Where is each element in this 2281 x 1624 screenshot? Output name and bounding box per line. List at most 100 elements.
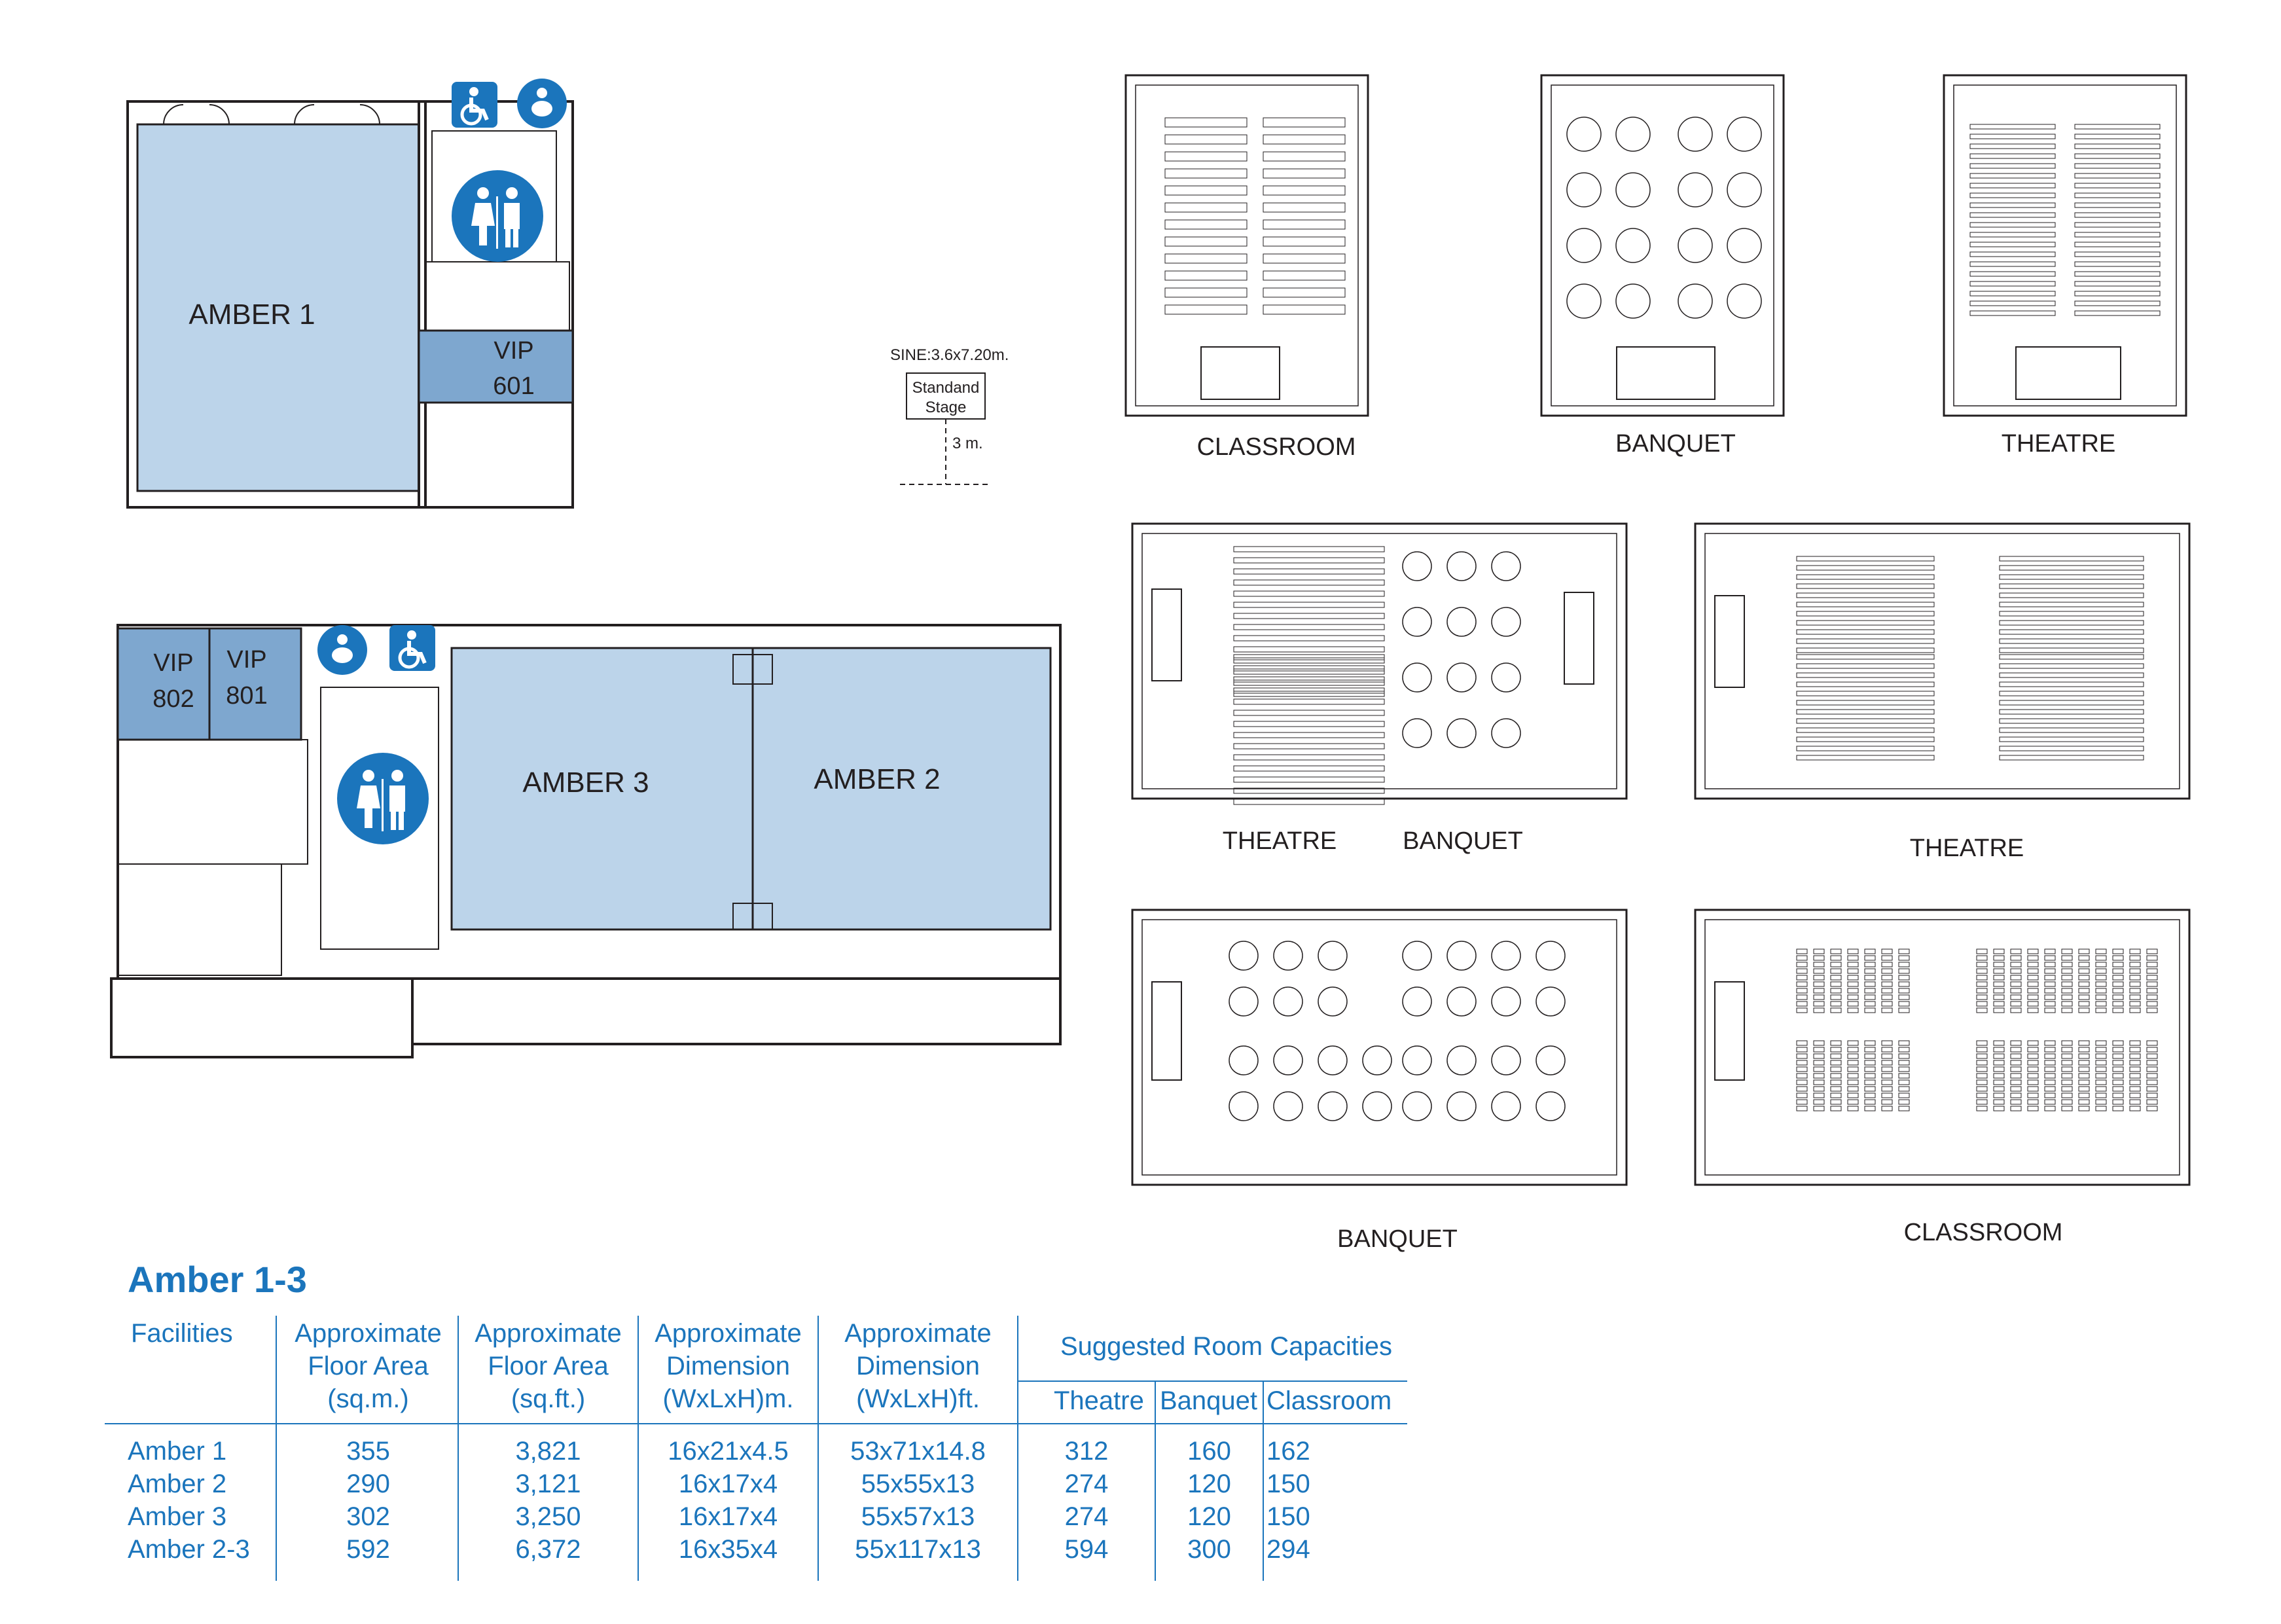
theatre-row-right xyxy=(1796,709,1935,715)
classroom-desk-bottom xyxy=(1796,1001,1808,1007)
header-dim-ft: Approximate Dimension (WxLxH)ft. xyxy=(818,1317,1018,1415)
classroom-desk-bottom xyxy=(2061,981,2073,987)
table-cell-dim_m: 16x17x4 xyxy=(678,1502,778,1531)
classroom-desk-bottom xyxy=(2010,1079,2022,1085)
table-cell-banquet: 300 xyxy=(1187,1535,1231,1564)
banquet-table-top xyxy=(1566,172,1602,208)
banquet-table-bottom xyxy=(1446,941,1477,971)
classroom-desk-bottom xyxy=(2061,975,2073,981)
stage-right xyxy=(1714,595,1745,688)
classroom-desk-bottom xyxy=(1847,955,1859,961)
header-floor-sqft-1: Approximate xyxy=(475,1319,622,1348)
classroom-desk-bottom xyxy=(2027,994,2039,1000)
vip802-room[interactable] xyxy=(117,627,211,741)
theatre-row-top xyxy=(1969,242,2056,247)
classroom-desk-bottom xyxy=(2027,1092,2039,1098)
classroom-desk-bottom xyxy=(1813,1099,1825,1105)
classroom-desk-bottom xyxy=(2010,1001,2022,1007)
layout-theatre-right-frame xyxy=(1694,522,2191,800)
header-dim-m-3: (WxLxH)m. xyxy=(662,1384,794,1413)
classroom-desk-bottom xyxy=(1796,962,1808,967)
classroom-desk-bottom xyxy=(2027,955,2039,961)
theatre-row-right xyxy=(1796,556,1935,562)
classroom-desk-bottom xyxy=(2078,968,2090,974)
theatre-row-right xyxy=(1796,620,1935,626)
classroom-desk-bottom xyxy=(2146,981,2158,987)
classroom-desk-bottom xyxy=(1796,1099,1808,1105)
classroom-desk-bottom xyxy=(2095,975,2107,981)
classroom-desk-bottom xyxy=(2112,1073,2124,1079)
theatre-row-right xyxy=(1999,700,2144,706)
theatre-row-right xyxy=(1999,629,2144,635)
baby-change-icon-2 xyxy=(317,625,367,675)
classroom-desk-bottom xyxy=(1847,1099,1859,1105)
classroom-desk-bottom xyxy=(2146,1053,2158,1059)
classroom-desk-bottom xyxy=(2061,1060,2073,1066)
theatre-row-right xyxy=(1796,727,1935,733)
classroom-desk-bottom xyxy=(2095,1066,2107,1072)
theatre-row-mid xyxy=(1233,635,1385,641)
classroom-desk-bottom xyxy=(1976,962,1988,967)
classroom-desk-bottom xyxy=(1976,1047,1988,1053)
classroom-desk-bottom xyxy=(2095,1053,2107,1059)
classroom-desk-bottom xyxy=(1796,968,1808,974)
banquet-table-bottom xyxy=(1491,1091,1521,1121)
theatre-row-top xyxy=(1969,232,2056,238)
classroom-desk-bottom xyxy=(2078,981,2090,987)
classroom-desk-bottom xyxy=(2044,1099,2056,1105)
classroom-desk-bottom xyxy=(1813,1060,1825,1066)
classroom-desk-bottom xyxy=(1796,955,1808,961)
classroom-desk-bottom xyxy=(2078,988,2090,994)
classroom-desk-bottom xyxy=(2044,955,2056,961)
classroom-desk-top xyxy=(1164,253,1248,264)
amber2-room[interactable] xyxy=(751,647,1052,931)
classroom-desk-bottom xyxy=(1796,988,1808,994)
baby-change-icon xyxy=(517,79,567,128)
classroom-desk-bottom xyxy=(1993,968,2005,974)
classroom-desk-bottom xyxy=(2010,955,2022,961)
vip802-label-1: VIP xyxy=(153,649,193,677)
classroom-desk-bottom xyxy=(1796,948,1808,954)
classroom-desk-bottom xyxy=(2078,1007,2090,1013)
classroom-desk-bottom xyxy=(2095,948,2107,954)
table-cell-banquet: 120 xyxy=(1187,1502,1231,1531)
classroom-desk-bottom xyxy=(2129,1040,2141,1046)
vip801-label-1: VIP xyxy=(226,646,266,674)
classroom-desk-bottom xyxy=(1864,962,1876,967)
theatre-row-top xyxy=(2074,251,2161,257)
table-cell-sqm: 290 xyxy=(346,1470,390,1498)
classroom-desk-bottom xyxy=(2129,994,2141,1000)
classroom-desk-bottom xyxy=(1847,968,1859,974)
amber1-room[interactable] xyxy=(136,123,420,492)
classroom-desk-bottom xyxy=(1830,1066,1842,1072)
classroom-desk-bottom xyxy=(2146,1106,2158,1111)
classroom-desk-top xyxy=(1263,185,1346,196)
classroom-desk-bottom xyxy=(2061,1040,2073,1046)
banquet-table-bottom xyxy=(1229,1091,1259,1121)
classroom-desk-bottom xyxy=(1847,1106,1859,1111)
classroom-desk-bottom xyxy=(1864,1007,1876,1013)
classroom-desk-bottom xyxy=(1864,994,1876,1000)
vip601-room[interactable] xyxy=(418,329,574,404)
classroom-desk-bottom xyxy=(2027,988,2039,994)
classroom-desk-bottom xyxy=(1830,1060,1842,1066)
classroom-desk-bottom xyxy=(2078,955,2090,961)
vip801-room[interactable] xyxy=(208,627,302,741)
theatre-row-mid xyxy=(1233,568,1385,575)
classroom-desk-bottom xyxy=(2146,1073,2158,1079)
classroom-desk-bottom xyxy=(1881,981,1893,987)
classroom-desk-bottom xyxy=(1898,1001,1910,1007)
classroom-desk-bottom xyxy=(2061,1007,2073,1013)
classroom-desk-bottom xyxy=(2044,1092,2056,1098)
classroom-desk-bottom xyxy=(2044,1079,2056,1085)
classroom-desk-bottom xyxy=(2044,1106,2056,1111)
header-floor-sqm-2: Floor Area xyxy=(308,1352,429,1380)
wheelchair-icon xyxy=(452,82,497,128)
banquet-table-mid xyxy=(1446,607,1477,637)
classroom-desk-bottom xyxy=(1881,1040,1893,1046)
amber3-room[interactable] xyxy=(450,647,754,931)
classroom-desk-bottom xyxy=(2044,1047,2056,1053)
header-capacities: Suggested Room Capacities xyxy=(1060,1332,1392,1361)
banquet-table-mid xyxy=(1402,607,1432,637)
classroom-desk-top xyxy=(1164,287,1248,298)
